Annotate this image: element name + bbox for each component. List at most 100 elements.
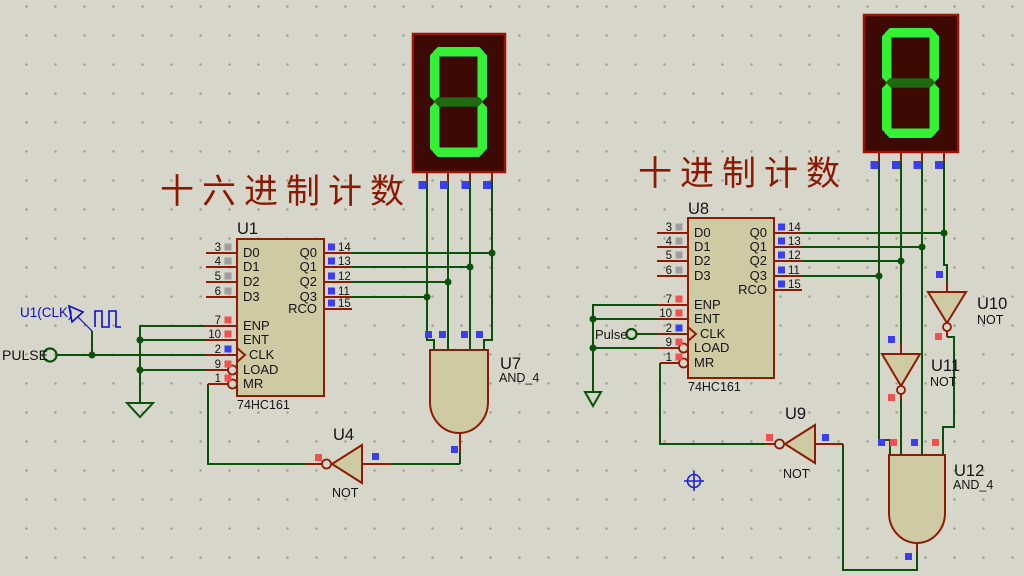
not-gate-u11[interactable]: U11 NOT (880, 353, 960, 395)
u8-left-pin-stubs[interactable] (657, 232, 688, 364)
pin-number: 11 (338, 286, 350, 298)
wire-q3-net[interactable] (802, 162, 891, 455)
and-gate-u12[interactable]: U12 AND_4 (888, 454, 993, 544)
wire-q0-net[interactable] (352, 182, 493, 350)
display2-pin-stubs[interactable] (878, 152, 945, 162)
pin-state-indicator (766, 434, 773, 441)
u9-body[interactable] (783, 423, 816, 465)
pin-number: 10 (659, 308, 672, 320)
junction-dot (88, 351, 96, 359)
pin-name: D1 (694, 239, 711, 254)
pin-state-indicator (328, 299, 335, 307)
u8-right-pin-stubs[interactable] (774, 232, 802, 291)
u4-body[interactable] (330, 443, 363, 485)
pin-number: 2 (215, 344, 221, 356)
pin-state-indicator (892, 161, 900, 169)
pin-number: 6 (215, 286, 221, 298)
u4-refdes: U4 (333, 426, 354, 444)
pin-number: 15 (788, 279, 801, 291)
wire-mr-to-not[interactable] (659, 363, 765, 445)
junction-dot (940, 229, 948, 237)
u12-body[interactable] (888, 454, 946, 544)
wire-q1-net[interactable] (802, 162, 923, 455)
and-gate-u7[interactable]: U7 AND_4 (429, 349, 539, 434)
not-gate-u10[interactable]: U10 NOT (926, 291, 1007, 332)
probe-icon (67, 304, 85, 324)
pin-state-indicator (675, 223, 683, 231)
wire-q2-net[interactable] (802, 162, 902, 344)
u1-clock-edge-icon (236, 347, 247, 363)
u11-inverter-bubble-icon (896, 385, 906, 395)
u12-part: AND_4 (953, 478, 993, 492)
pin-name: RCO (738, 282, 767, 297)
pin-number: 11 (788, 265, 800, 277)
ground-symbol[interactable] (583, 391, 603, 409)
pin-state-indicator (461, 181, 470, 189)
u8-clock-edge-icon (687, 326, 698, 342)
pin-name: ENT (694, 311, 720, 326)
u7-body[interactable] (429, 349, 489, 434)
wire-enable-net[interactable] (139, 325, 206, 403)
segment-b (477, 50, 487, 102)
display1-pin-stubs[interactable] (426, 172, 493, 182)
pin-name: Q3 (750, 268, 767, 283)
pin-number: 13 (788, 236, 801, 248)
chip-u1-74hc161[interactable]: U1 74HC161 3 4 5 6 7 10 2 9 1 D0 D1 D2 D… (208, 220, 351, 412)
pin-name: Q2 (300, 274, 317, 289)
wire-q3-net[interactable] (352, 182, 435, 350)
seven-segment-display-1[interactable]: 0 (411, 32, 507, 174)
pin-number: 9 (666, 337, 672, 349)
u8-load-bubble-icon (678, 342, 689, 354)
wire-enable-net[interactable] (592, 304, 657, 392)
pin-state-indicator (418, 181, 427, 189)
wire-q0-net[interactable] (802, 162, 948, 282)
pin-state-indicator (675, 309, 683, 317)
ground-symbol[interactable] (124, 402, 156, 419)
junction-dot (136, 366, 144, 374)
u4-inverter-bubble-icon (321, 458, 332, 470)
pin-state-indicator (675, 324, 683, 332)
segment-b (929, 31, 939, 83)
not-gate-u4[interactable]: U4 NOT (321, 426, 363, 500)
pin-number: 4 (666, 236, 673, 248)
u10-body[interactable] (926, 291, 968, 325)
pin-state-indicator (440, 181, 448, 189)
pin-name: D2 (694, 253, 711, 268)
pin-state-indicator (778, 266, 785, 274)
chip-u8-74hc161[interactable]: U8 74HC161 3 4 5 6 7 10 2 9 1 D0 D1 D2 D… (659, 200, 801, 394)
pin-state-indicator (425, 331, 432, 338)
pin-number: 12 (788, 250, 801, 262)
pulse-generator-terminal[interactable] (625, 327, 638, 341)
pin-state-indicator (461, 331, 468, 338)
wire-not2-out[interactable] (942, 336, 955, 455)
pin-state-indicator (935, 161, 943, 169)
u1-body[interactable] (236, 238, 325, 397)
pin-state-indicator (675, 353, 683, 361)
pin-number: 14 (338, 242, 351, 254)
segment-c (929, 83, 939, 135)
not-gate-u9[interactable]: U9 NOT (774, 405, 816, 481)
junction-dot (918, 243, 926, 251)
pin-state-indicator (822, 434, 829, 441)
pulse-generator-terminal[interactable] (42, 347, 58, 363)
u1-right-pin-stubs[interactable] (324, 252, 352, 310)
pin-number: 3 (666, 222, 672, 234)
pin-name: D2 (243, 274, 260, 289)
segment-d (885, 128, 936, 138)
pin-state-indicator (935, 333, 942, 340)
clock-probe[interactable]: U1(CLK) (20, 304, 121, 332)
pin-name: Q2 (750, 253, 767, 268)
seven-segment-display-2[interactable]: 0 (862, 13, 960, 154)
u11-body[interactable] (880, 353, 922, 388)
u1-left-pin-stubs[interactable] (206, 252, 237, 385)
wire-and-to-not[interactable] (842, 444, 918, 571)
wire-mr-to-not[interactable] (207, 384, 305, 465)
pin-state-indicator (675, 251, 683, 259)
pin-state-indicator (870, 161, 879, 169)
wire-q2-net[interactable] (352, 182, 449, 350)
u8-body[interactable] (687, 217, 775, 379)
segment-e (430, 102, 440, 154)
wire-and-to-not[interactable] (392, 452, 461, 465)
u10-refdes: U10 (977, 295, 1007, 313)
